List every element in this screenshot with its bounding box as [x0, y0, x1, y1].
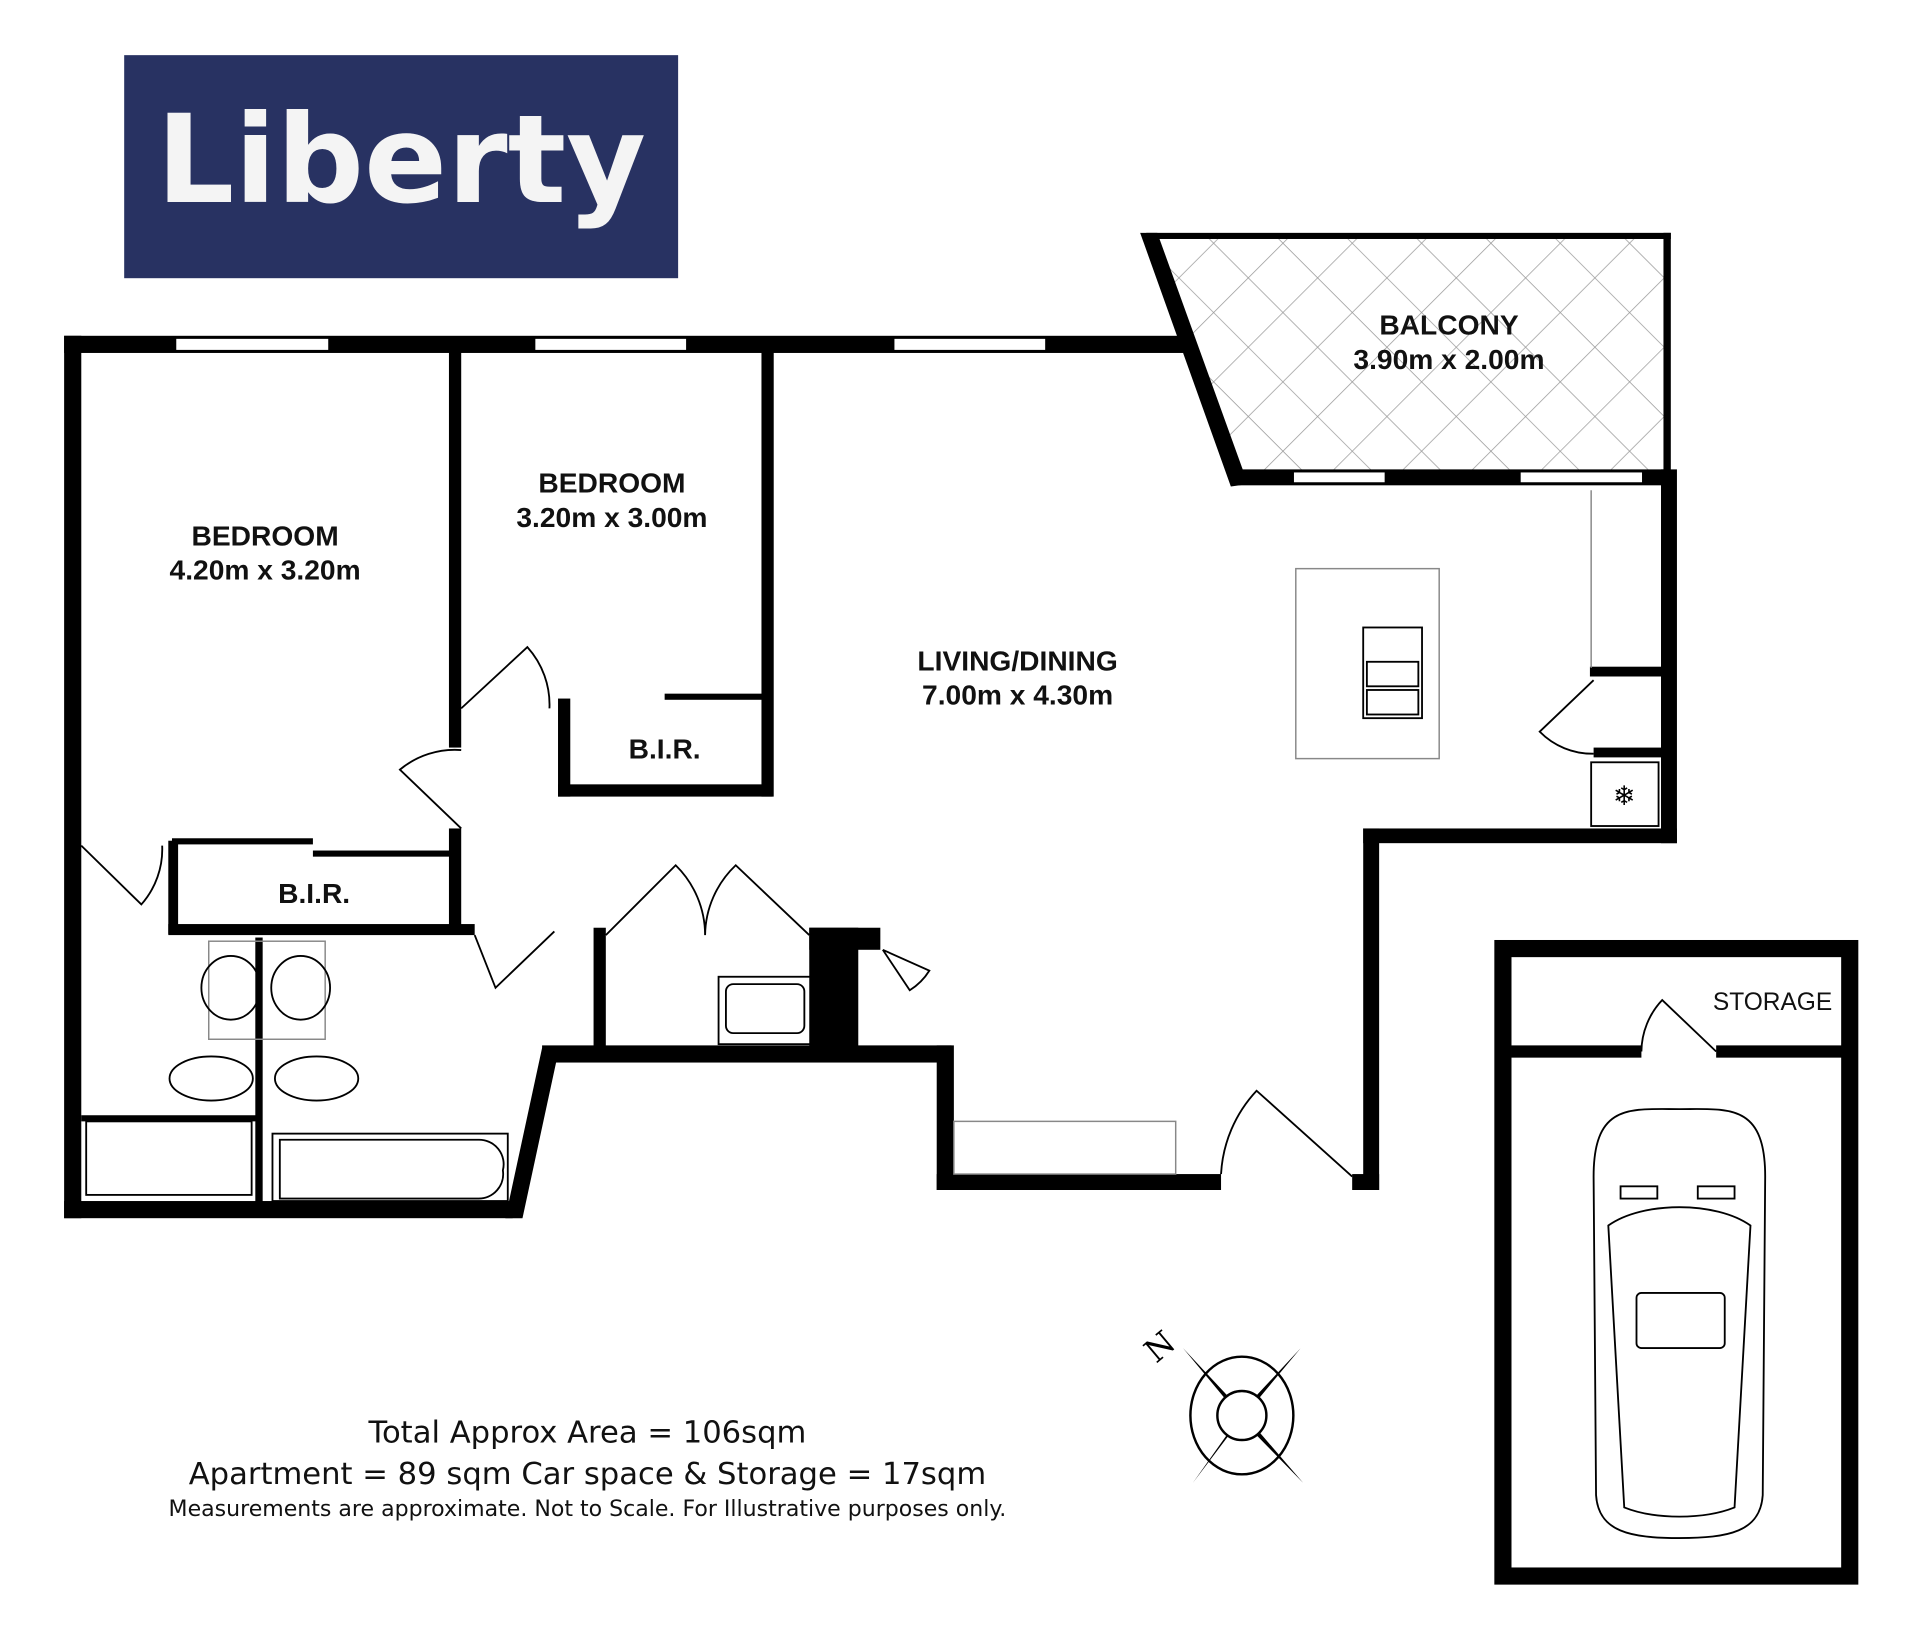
total-area: Total Approx Area = 106sqm [367, 1415, 806, 1450]
balcony-size: 3.90m x 2.00m [1353, 343, 1544, 375]
compass-icon: N [1137, 1323, 1304, 1483]
logo-text: Liberty [156, 88, 646, 231]
car-space [1494, 939, 1859, 1585]
living-size: 7.00m x 4.30m [922, 679, 1113, 711]
bir1-label: B.I.R. [278, 877, 350, 909]
bedroom1-size: 4.20m x 3.20m [170, 554, 361, 586]
balcony-name: BALCONY [1379, 309, 1519, 341]
bedroom2-name: BEDROOM [538, 467, 685, 499]
compass-north-label: N [1137, 1323, 1183, 1370]
living-name: LIVING/DINING [917, 644, 1117, 676]
disclaimer: Measurements are approximate. Not to Sca… [169, 1497, 1007, 1522]
balcony [1140, 232, 1671, 487]
walls: ❄ [64, 335, 1677, 1219]
area-breakdown: Apartment = 89 sqm Car space & Storage =… [189, 1457, 986, 1492]
liberty-logo: Liberty [124, 55, 679, 279]
snowflake-icon: ❄ [1613, 781, 1636, 811]
bir2-label: B.I.R. [629, 733, 701, 765]
storage-label: STORAGE [1713, 989, 1832, 1016]
bedroom2-size: 3.20m x 3.00m [516, 501, 707, 533]
car-icon [1592, 1108, 1767, 1539]
bedroom1-name: BEDROOM [192, 519, 339, 551]
